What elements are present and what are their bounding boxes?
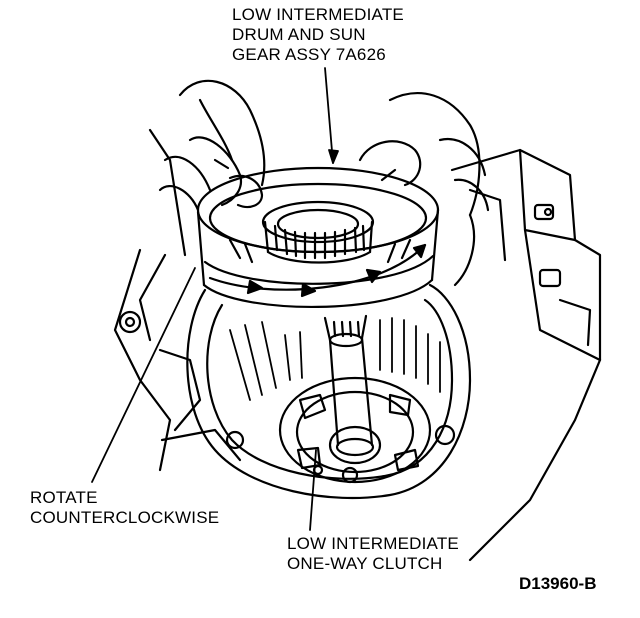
callout-line: LOW INTERMEDIATE [232, 5, 404, 24]
rotate-callout: ROTATE COUNTERCLOCKWISE [30, 488, 219, 528]
drum-assembly-callout: LOW INTERMEDIATE DRUM AND SUN GEAR ASSY … [232, 5, 404, 65]
callout-line: COUNTERCLOCKWISE [30, 508, 220, 527]
one-way-clutch [278, 376, 432, 484]
callout-line: ONE-WAY CLUTCH [287, 554, 443, 573]
clutch-plates [229, 317, 441, 401]
left-hand [158, 79, 266, 212]
callout-line: ROTATE [30, 488, 98, 507]
center-shaft [323, 314, 375, 457]
leader-lines [91, 67, 339, 531]
transmission-case [450, 148, 602, 562]
case-bore [186, 283, 472, 500]
right-hand [358, 92, 490, 287]
one-way-clutch-callout: LOW INTERMEDIATE ONE-WAY CLUTCH [287, 534, 459, 574]
rotation-arrows [208, 243, 427, 298]
callout-line: DRUM AND SUN [232, 25, 366, 44]
figure-id: D13960-B [519, 574, 597, 593]
case-left-wall [113, 128, 245, 472]
drum-assembly [196, 166, 440, 308]
callout-line: LOW INTERMEDIATE [287, 534, 459, 553]
callout-line: GEAR ASSY 7A626 [232, 45, 386, 64]
